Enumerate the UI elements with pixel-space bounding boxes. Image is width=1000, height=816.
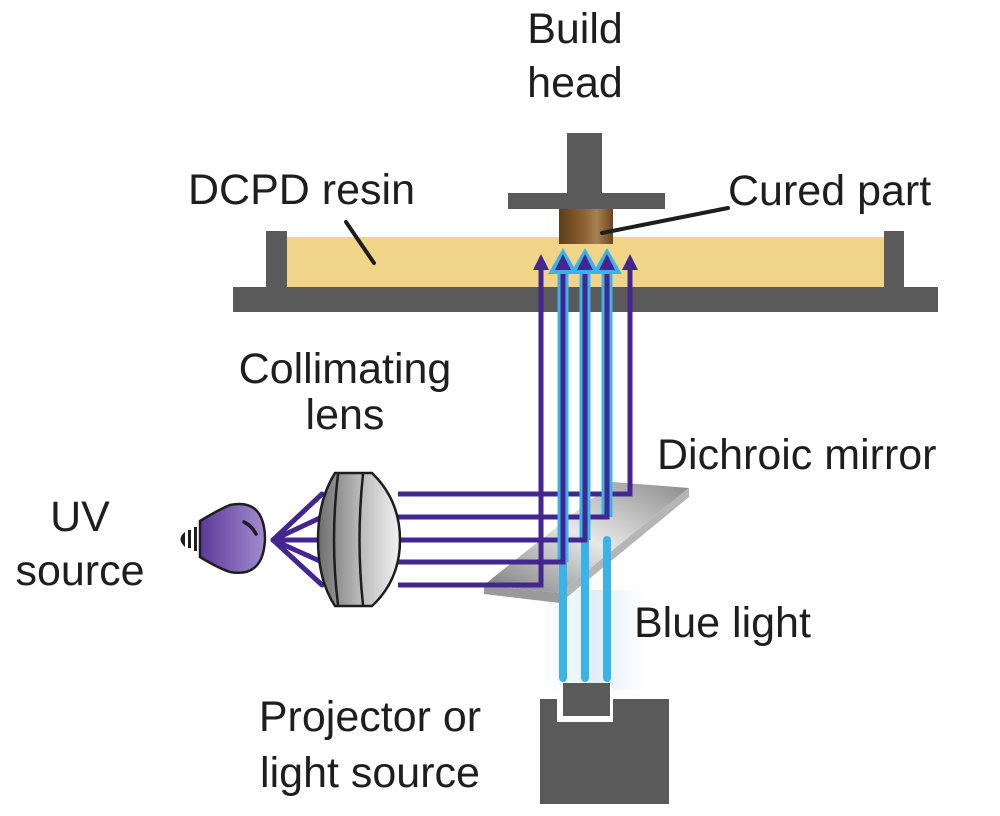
label-collimating-line2: lens	[305, 391, 385, 439]
uv-ray-diverging	[270, 491, 325, 543]
label-build-head-line2: head	[527, 59, 623, 107]
label-projector-line2: light source	[260, 749, 480, 797]
label-build-head: Build head	[505, 4, 645, 108]
label-dichroic-mirror: Dichroic mirror	[657, 431, 937, 479]
build-head-plate	[508, 193, 665, 209]
mirror-edge-right	[560, 488, 689, 603]
vat-left-wall	[266, 231, 287, 289]
uv-arrowhead	[599, 254, 615, 270]
bulb-highlight	[242, 520, 258, 536]
collimating-lens	[316, 471, 402, 608]
label-build-head-line1: Build	[527, 5, 623, 53]
uv-ray-diverging	[270, 514, 325, 543]
uv-bulb-icon	[180, 502, 267, 575]
projector	[540, 683, 669, 804]
lens-line-1	[332, 473, 340, 606]
bulb-base-2	[188, 530, 191, 548]
bulb-base-1	[194, 527, 197, 551]
lens-line-2	[358, 473, 365, 606]
uv-beam-collimated	[398, 270, 633, 497]
light-beams	[270, 248, 638, 682]
label-collimating-line1: Collimating	[238, 345, 452, 393]
label-uv-line2: source	[15, 547, 145, 595]
uv-arrowhead	[533, 254, 549, 270]
vat-right-wall	[884, 231, 904, 289]
label-collimating-lens: Collimating lens	[205, 344, 485, 440]
projector-lens	[563, 683, 610, 716]
label-cured-part: Cured part	[728, 167, 932, 215]
bulb-glass	[198, 502, 267, 575]
build-head	[508, 133, 665, 209]
label-dcpd-resin: DCPD resin	[188, 166, 415, 214]
uv-beam-collimated	[398, 270, 566, 565]
bulb-base-tip	[180, 532, 185, 547]
label-blue-light: Blue light	[634, 599, 811, 647]
blue-light-glow	[540, 590, 650, 690]
mirror-edge	[484, 585, 560, 603]
cured-part	[559, 209, 613, 244]
build-head-shaft	[567, 133, 602, 195]
cured-part-leader-line	[600, 206, 730, 235]
uv-arrowhead	[555, 254, 571, 270]
uv-ray-diverging	[270, 537, 325, 588]
uv-ray-diverging	[270, 537, 325, 565]
resin-leader-line	[344, 220, 376, 265]
label-projector-line1: Projector or	[258, 693, 482, 741]
label-uv-source: UV source	[0, 492, 160, 596]
uv-beam-collimated	[398, 270, 588, 543]
uv-arrowhead	[577, 254, 593, 270]
uv-arrowhead	[622, 254, 638, 270]
label-uv-line1: UV	[50, 493, 110, 541]
uv-beam-collimated	[398, 270, 610, 520]
label-projector: Projector or light source	[215, 692, 525, 798]
uv-beam-collimated	[398, 270, 544, 588]
